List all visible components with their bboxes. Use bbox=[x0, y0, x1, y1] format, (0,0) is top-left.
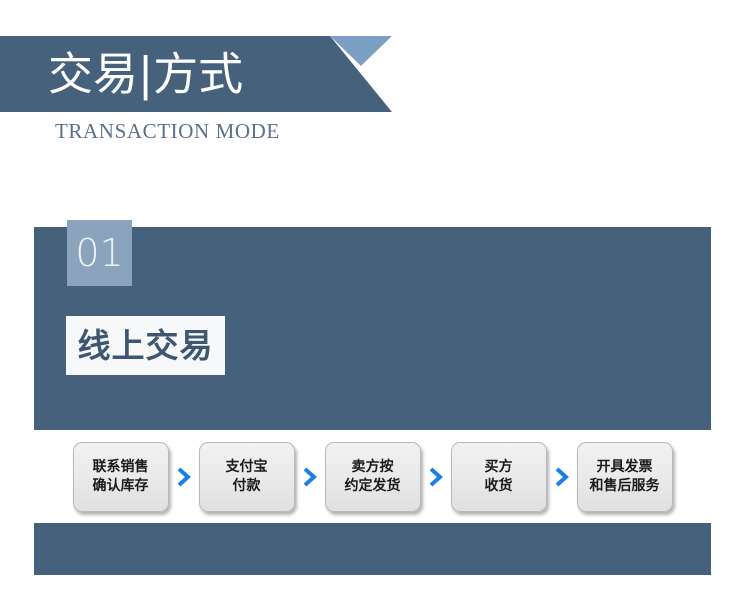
flow-step[interactable]: 卖方按约定发货 bbox=[324, 441, 421, 512]
chevron-right-icon bbox=[421, 467, 451, 487]
chevron-right-icon bbox=[547, 467, 577, 487]
flow-diagram: 联系销售确认库存支付宝付款卖方按约定发货买方收货开具发票和售后服务 bbox=[34, 430, 711, 523]
chevron-right-icon bbox=[169, 467, 199, 487]
flow-step-label: 联系销售 bbox=[92, 458, 149, 475]
section-title-box: 线上交易 bbox=[66, 316, 225, 375]
flow-step[interactable]: 支付宝付款 bbox=[198, 441, 295, 512]
flow-step-label: 付款 bbox=[232, 477, 261, 494]
header-banner: 交易|方式 bbox=[0, 36, 392, 112]
chevron-right-icon bbox=[295, 467, 325, 487]
header-banner-shape bbox=[0, 36, 392, 112]
flow-step-label: 确认库存 bbox=[92, 477, 149, 494]
banner-accent-triangle bbox=[330, 36, 392, 66]
page-title: 交易|方式 bbox=[48, 47, 244, 101]
flow-step-label: 卖方按 bbox=[351, 458, 394, 475]
section-number-badge: 01 bbox=[67, 220, 132, 286]
flow-step-label: 收货 bbox=[484, 477, 513, 494]
flow-step-label: 约定发货 bbox=[344, 477, 401, 494]
flow-step[interactable]: 买方收货 bbox=[450, 441, 547, 512]
section-card: 01 线上交易 联系销售确认库存支付宝付款卖方按约定发货买方收货开具发票和售后服… bbox=[34, 220, 711, 575]
flow-step-label: 支付宝 bbox=[225, 458, 268, 475]
section-number-label: 01 bbox=[75, 231, 124, 275]
banner-main-shape bbox=[0, 36, 392, 112]
flow-step[interactable]: 联系销售确认库存 bbox=[72, 441, 169, 512]
section-title-label: 线上交易 bbox=[77, 326, 214, 365]
flow-step-label: 买方 bbox=[484, 458, 513, 475]
page-subtitle: TRANSACTION MODE bbox=[55, 119, 280, 143]
flow-step-label: 开具发票 bbox=[596, 458, 653, 475]
flow-step[interactable]: 开具发票和售后服务 bbox=[576, 441, 673, 512]
flow-step-label: 和售后服务 bbox=[589, 477, 660, 494]
